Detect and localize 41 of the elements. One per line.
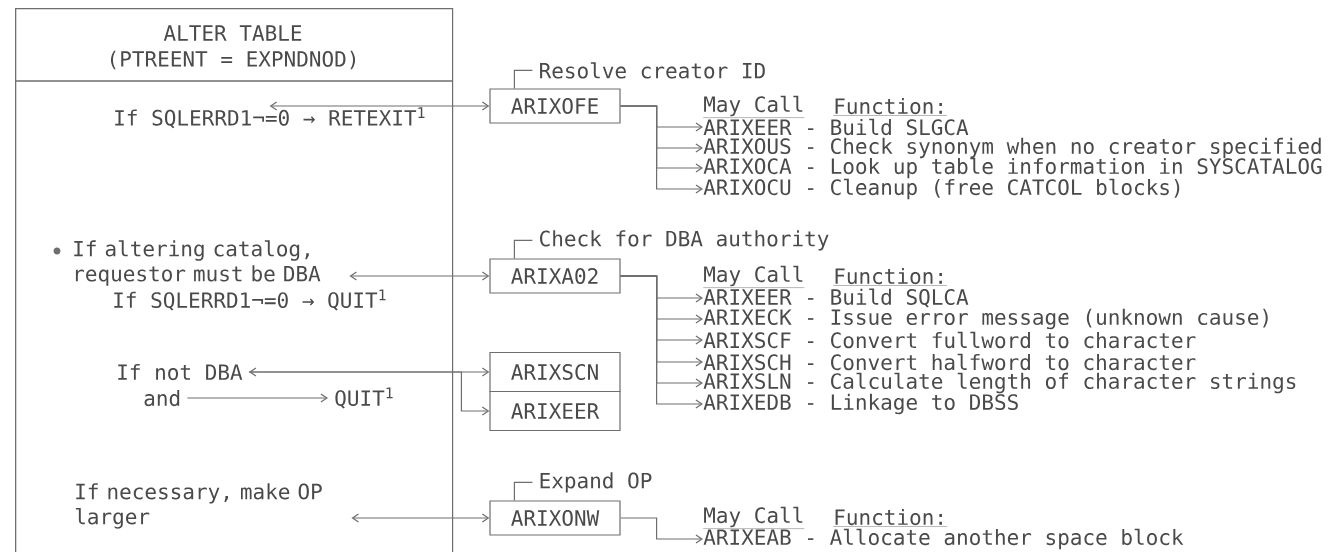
condition-text: If altering catalog, requestor must be DBA [74, 240, 321, 286]
column-heading: May Call [703, 506, 805, 529]
column-heading: Function: [833, 508, 948, 527]
condition-text: QUIT$^{1}$ [335, 387, 393, 409]
arrow [620, 275, 703, 409]
called-function-text: ARIXEAB - Allocate another space block [703, 528, 1184, 550]
called-function-text: ARIXEDB - Linkage to DBSS [703, 393, 1018, 415]
module-box: ARIXONW [489, 500, 621, 536]
column-heading: Function: [833, 267, 948, 286]
arrow [186, 393, 328, 403]
condition-text: If necessary, make OP larger [75, 483, 322, 529]
annotation-note: Resolve creator ID [513, 62, 765, 89]
called-function-text: ARIXEER - Build SLGCA [703, 118, 969, 136]
condition-text: and [144, 389, 180, 407]
called-function-text: ARIXSLN - Calculate length of character strings [703, 372, 1296, 394]
called-function-text: ARIXOCA - Look up table information in SYSCATALOG [703, 157, 1322, 179]
condition-text: If SQLERRD1¬=0 → QUIT$^{1}$ [114, 289, 386, 311]
called-function-text: ARIXSCF - Convert fullword to character [703, 331, 1196, 349]
module-box: ARIXOFE [489, 88, 621, 124]
called-function-text: ARIXEER - Build SQLCA [703, 288, 969, 308]
arrow [351, 513, 490, 523]
arrow [349, 271, 490, 281]
module-box: ARIXSCN [489, 351, 621, 393]
condition-text: If SQLERRD1¬=0 → RETEXIT$^{1}$ [115, 107, 425, 129]
annotation-note: Expand OP [513, 472, 652, 501]
called-function-text: ARIXOUS - Check synonym when no creator specified [703, 137, 1321, 159]
arrow [248, 367, 490, 377]
module-box: ARIXA02 [489, 258, 621, 294]
arrow [620, 517, 703, 544]
module-box: ARIXEER [489, 390, 621, 432]
column-heading: May Call [703, 95, 805, 118]
called-function-text: ARIXOCU - Cleanup (free CATCOL blocks) [703, 178, 1180, 200]
called-function-text: ARIXECK - Issue error message (unknown cause) [703, 308, 1268, 330]
column-heading: Function: [833, 97, 948, 116]
arrow [620, 105, 703, 194]
annotation-note: Check for DBA authority [513, 230, 829, 259]
arrow [248, 371, 490, 416]
condition-text: If not DBA [118, 363, 243, 381]
arrow [269, 101, 490, 111]
column-heading: May Call [703, 265, 805, 288]
called-function-text: ARIXSCH - Convert halfword to character [703, 353, 1196, 371]
